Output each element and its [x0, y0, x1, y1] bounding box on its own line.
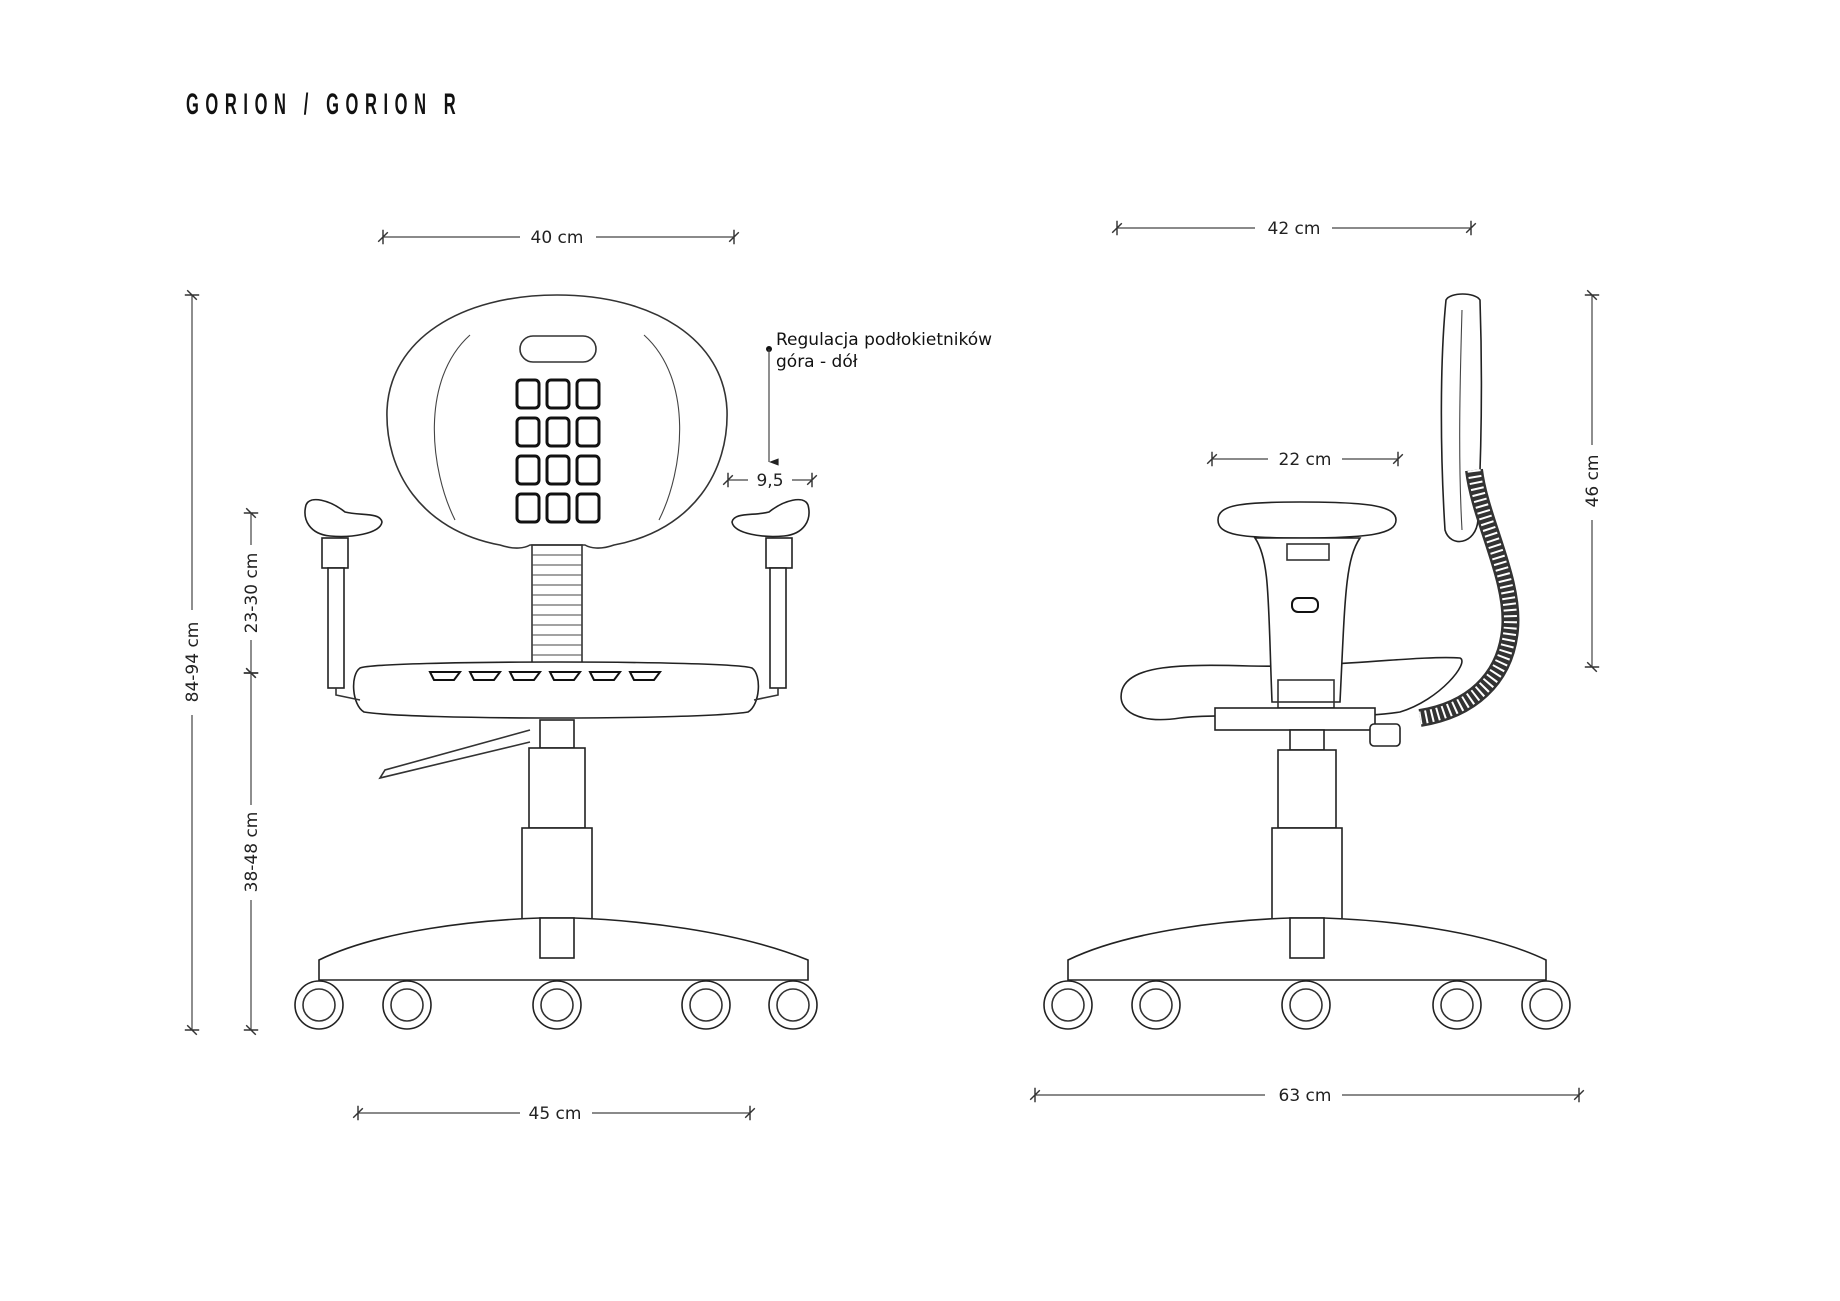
dim-backrest-height: 46 cm	[1583, 455, 1603, 508]
front-dimensions: 40 cm 84-94 cm 23-30 cm 38-48 cm 45 cm 9…	[183, 228, 992, 1124]
dim-armrest-length: 22 cm	[1279, 450, 1332, 470]
side-casters	[1043, 980, 1571, 1030]
dim-armrest-height: 23-30 cm	[242, 553, 262, 634]
left-armrest	[304, 498, 383, 538]
armrest-note-line2: góra - dół	[776, 352, 858, 372]
dim-seat-height: 38-48 cm	[242, 812, 262, 893]
dim-backrest-width: 40 cm	[531, 228, 584, 248]
dim-base-width: 45 cm	[529, 1104, 582, 1124]
side-armrest	[1217, 501, 1397, 539]
dim-base-depth: 63 cm	[1279, 1086, 1332, 1106]
dim-armrest-adjust: 9,5	[756, 471, 783, 491]
front-view-chair	[294, 294, 818, 1030]
front-casters	[294, 980, 818, 1030]
armrest-note-line1: Regulacja podłokietników	[776, 330, 992, 350]
backrest-cutouts	[515, 378, 601, 524]
product-title: GORION / GORION R	[186, 88, 463, 121]
side-view-chair	[1043, 293, 1571, 1030]
right-armrest	[731, 498, 810, 538]
side-dimensions: 42 cm 22 cm 46 cm 63 cm	[1029, 219, 1603, 1106]
front-seat	[352, 661, 760, 719]
dim-total-height: 84-94 cm	[183, 622, 203, 703]
front-backrest	[386, 294, 728, 549]
dim-seat-depth: 42 cm	[1268, 219, 1321, 239]
